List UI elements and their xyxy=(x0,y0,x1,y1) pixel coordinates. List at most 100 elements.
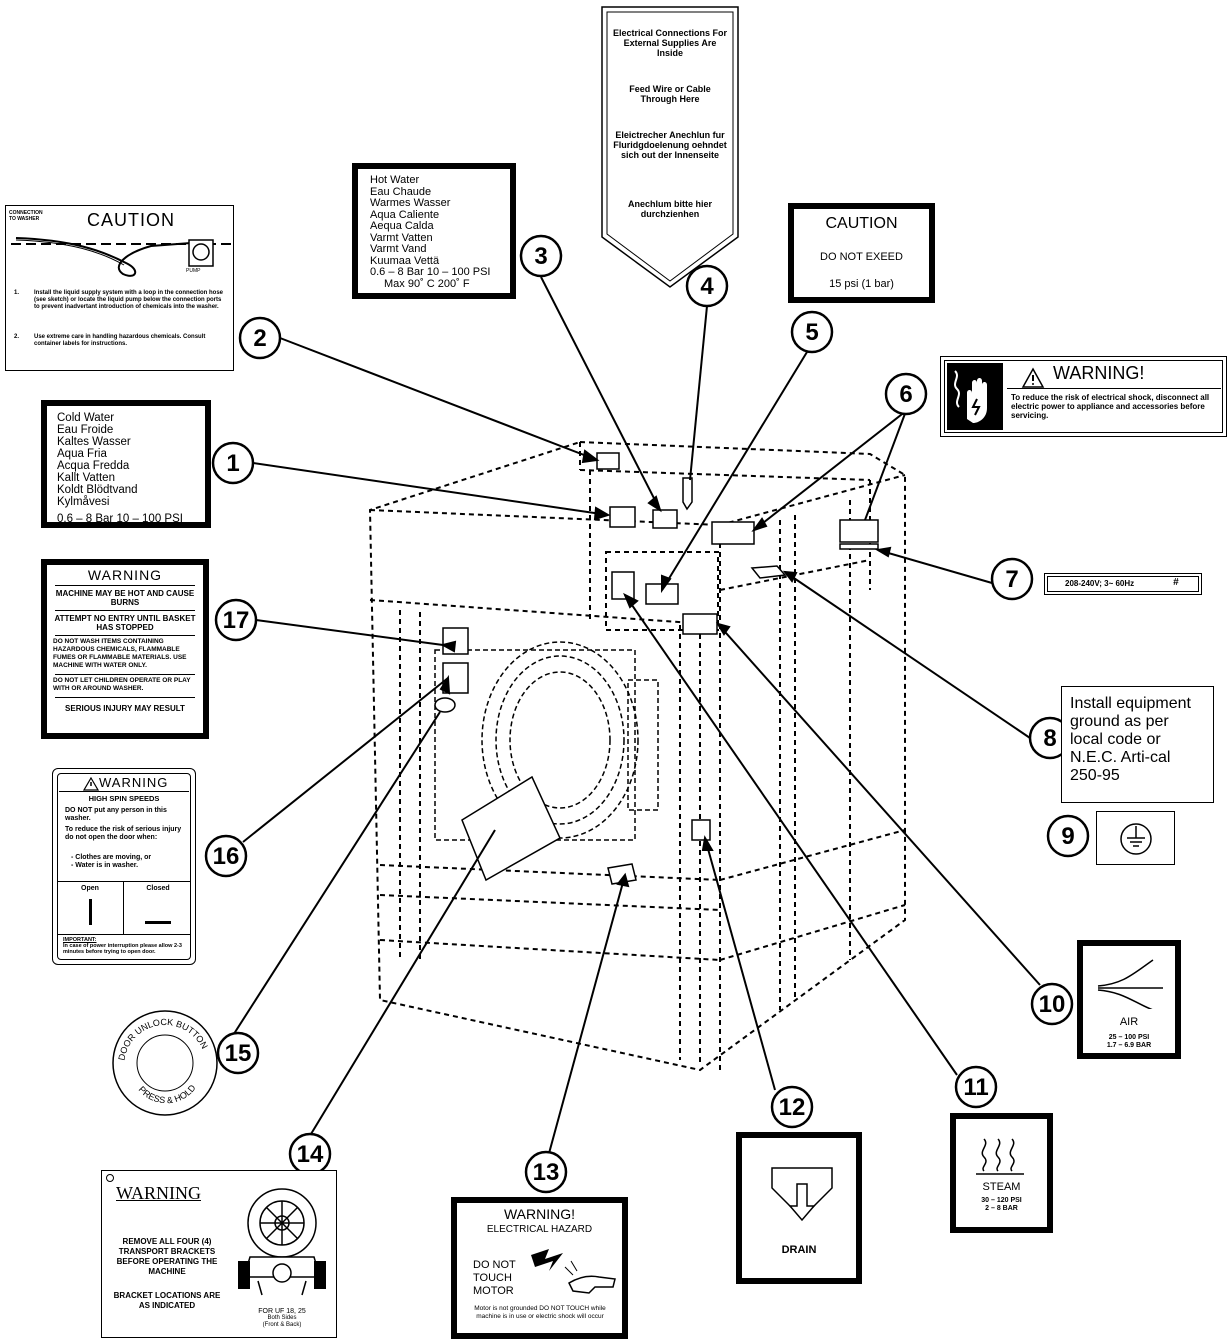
hot-water-line: Aequa Calda xyxy=(370,220,434,232)
callout-number-6: 6 xyxy=(899,381,912,408)
label-ground-instructions: Install equipment ground as per local co… xyxy=(1061,686,1214,803)
label-cold-water: Cold Water Eau Froide Kaltes Wasser Aqua… xyxy=(41,400,211,528)
spin-title: WARNING xyxy=(99,775,169,790)
caution-title: CAUTION xyxy=(87,210,175,230)
hole-icon xyxy=(106,1174,114,1182)
item1-text: Install the liquid supply system with a … xyxy=(34,290,224,310)
callout-number-10: 10 xyxy=(1039,991,1066,1018)
callout-circle-10 xyxy=(1030,982,1074,1026)
cold-water-line: Acqua Fredda xyxy=(57,460,130,472)
warning-shock-text: To reduce the risk of electrical shock, … xyxy=(1011,393,1210,420)
hot-warning-title: WARNING xyxy=(87,567,163,583)
item1-number: 1. xyxy=(14,290,20,296)
hazard-title: WARNING! xyxy=(503,1206,576,1222)
item2-text: Use extreme care in handling hazardous c… xyxy=(34,334,206,347)
air-icon xyxy=(1097,959,1163,1009)
spin-open-label: Open xyxy=(81,885,99,892)
callout-number-16: 16 xyxy=(213,843,240,870)
spin-important: IMPORTANT: xyxy=(63,937,97,943)
spin-b2: - Water is in washer. xyxy=(71,862,139,869)
electrical-connections-text: Electrical Connections For External Supp… xyxy=(612,28,728,58)
callout-number-14: 14 xyxy=(297,1141,324,1168)
spin-head: HIGH SPIN SPEEDS xyxy=(88,794,160,803)
label-air-supply: AIR 25 – 100 PSI 1.7 – 6.9 BAR xyxy=(1077,940,1181,1059)
hazard-subtitle: ELECTRICAL HAZARD xyxy=(486,1224,593,1235)
label-high-spin-warning: WARNING HIGH SPIN SPEEDS DO NOT put any … xyxy=(52,768,196,965)
hazard-footer: Motor is not grounded DO NOT TOUCH while… xyxy=(474,1305,606,1320)
feed-wire-text: Feed Wire or Cable Through Here xyxy=(629,84,711,104)
callout-number-12: 12 xyxy=(779,1094,806,1121)
do-not-text: DO NOT xyxy=(473,1259,516,1271)
hot-warning-s2: ATTEMPT NO ENTRY UNTIL BASKET HAS STOPPE… xyxy=(54,614,196,632)
callout-circle-17 xyxy=(214,598,258,642)
callout-number-1: 1 xyxy=(226,450,239,477)
electrical-arrow-shape xyxy=(601,6,739,288)
transport-footer3: (Front & Back) xyxy=(262,1322,302,1328)
steam-icon xyxy=(976,1138,1024,1175)
hot-water-line: Warmes Wasser xyxy=(370,197,451,209)
callout-number-7: 7 xyxy=(1005,566,1018,593)
label-positions xyxy=(434,452,879,885)
electrical-german-text: Eleictrecher Anechlun fur Fluridgdoelenu… xyxy=(613,130,727,160)
callout-number-3: 3 xyxy=(534,243,547,270)
label-transport-brackets: WARNING REMOVE ALL FOUR (4) TRANSPORT BR… xyxy=(101,1170,337,1338)
cold-water-line: Cold Water xyxy=(57,412,115,424)
callout-circle-5 xyxy=(790,310,834,354)
hot-warning-s5: SERIOUS INJURY MAY RESULT xyxy=(65,704,185,713)
cold-water-line: Eau Froide xyxy=(57,424,114,436)
label-hot-water: Hot Water Eau Chaude Warmes Wasser Aqua … xyxy=(352,163,516,299)
callout-number-2: 2 xyxy=(253,325,266,352)
drain-icon xyxy=(771,1167,833,1222)
hot-warning-s1: MACHINE MAY BE HOT AND CAUSE BURNS xyxy=(55,589,195,607)
open-indicator-icon xyxy=(89,899,92,925)
label-steam-supply: STEAM 30 – 120 PSI 2 – 8 BAR xyxy=(950,1113,1053,1233)
label-ground-symbol xyxy=(1096,811,1175,865)
hot-water-line: Kuumaa Vettä xyxy=(370,254,440,267)
callout-number-4: 4 xyxy=(700,273,714,300)
transport-footer1: FOR UF 18, 25 xyxy=(258,1308,306,1315)
label-electrical-hazard-motor: WARNING! ELECTRICAL HAZARD DO NOT TOUCH … xyxy=(451,1197,628,1339)
label-hot-machine-warning: WARNING MACHINE MAY BE HOT AND CAUSE BUR… xyxy=(41,559,209,739)
label-caution-max-pressure: CAUTION DO NOT EXEED 15 psi (1 bar) xyxy=(788,203,935,303)
hot-water-line: Varmt Vatten xyxy=(370,231,433,244)
label-caution-liquid-supply: CONNECTION TO WASHER CAUTION PUMP 1. Ins… xyxy=(5,205,234,371)
cold-water-line: Kallt Vatten xyxy=(57,472,115,484)
label-door-unlock-button: DOOR UNLOCK BUTTON PRESS & HOLD xyxy=(112,1010,218,1116)
callout-circle-16 xyxy=(204,834,248,878)
callout-circle-2 xyxy=(238,316,282,360)
spin-b1: - Clothes are moving, or xyxy=(71,854,152,861)
hose-loop-sketch xyxy=(11,237,231,277)
hot-water-line: Varmt Vand xyxy=(370,243,427,255)
transport-line2: BRACKET LOCATIONS ARE AS INDICATED xyxy=(113,1291,221,1310)
warning-triangle-icon xyxy=(1021,367,1045,388)
touch-text: TOUCH xyxy=(473,1272,512,1284)
hot-warning-s4: DO NOT LET CHILDREN OPERATE OR PLAY WITH… xyxy=(53,677,191,692)
callout-number-17: 17 xyxy=(223,607,250,634)
pump-text: PUMP xyxy=(186,268,201,274)
anechlum-text: Anechlum bitte hier durchzienhen xyxy=(627,199,712,219)
ground-icon xyxy=(1120,823,1152,855)
hot-water-line: Hot Water xyxy=(370,174,420,186)
callout-number-5: 5 xyxy=(805,319,818,346)
caution-psi-line1: DO NOT EXEED xyxy=(820,251,903,263)
steam-title: STEAM xyxy=(982,1181,1021,1193)
warning-triangle-icon xyxy=(83,777,99,791)
callout-circle-11 xyxy=(954,1065,998,1109)
transport-footer2: Both Sides xyxy=(267,1315,297,1321)
callout-circle-1 xyxy=(211,441,255,485)
callout-number-8: 8 xyxy=(1043,725,1056,752)
steam-spec-psi: 30 – 120 PSI xyxy=(981,1197,1022,1204)
caution-psi-line2: 15 psi (1 bar) xyxy=(829,278,894,290)
cold-water-line: Aqua Fria xyxy=(57,448,107,460)
drain-title: DRAIN xyxy=(781,1244,817,1256)
hot-water-spec: 0.6 – 8 Bar 10 – 100 PSI xyxy=(370,266,491,278)
caution-psi-title: CAUTION xyxy=(825,215,898,232)
label-warning-electrical-shock: WARNING! To reduce the risk of electrica… xyxy=(940,356,1227,437)
connection-to-washer-text: CONNECTION TO WASHER xyxy=(9,210,43,222)
motor-text: MOTOR xyxy=(473,1285,514,1297)
hot-warning-s3: DO NOT WASH ITEMS CONTAINING HAZARDOUS C… xyxy=(53,638,187,669)
leader-lines xyxy=(229,276,1041,1158)
cold-water-line: Kaltes Wasser xyxy=(57,436,131,448)
